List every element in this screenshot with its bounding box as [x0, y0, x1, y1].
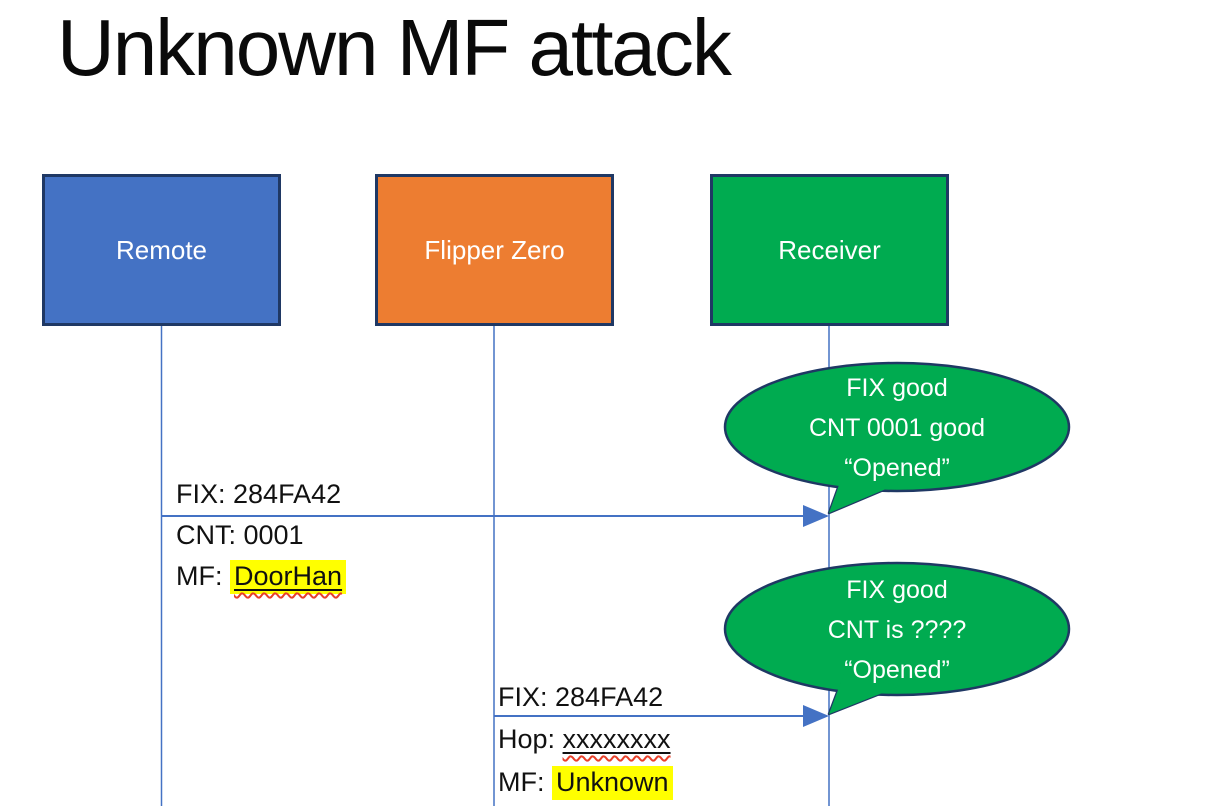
speech-bubble-2 — [723, 561, 1071, 716]
actor-box-remote: Remote — [42, 174, 281, 326]
speech-bubble-2-body — [723, 561, 1071, 697]
bubble-line: “Opened” — [844, 656, 950, 684]
message-2-mf-line: MF: Unknown — [498, 761, 673, 804]
label-value-squiggle: xxxxxxxx — [562, 724, 671, 754]
label-prefix: FIX: — [498, 682, 556, 712]
message-2-fix-line: FIX: 284FA42 — [498, 677, 673, 718]
speech-bubble-2-tail-fill — [829, 674, 900, 714]
actor-label-receiver: Receiver — [778, 234, 881, 265]
label-value-highlighted: Unknown — [552, 766, 673, 800]
actor-box-receiver: Receiver — [710, 174, 949, 326]
label-value: 0001 — [243, 520, 304, 550]
bubble-line: CNT is ???? — [827, 616, 967, 644]
speech-bubble-2-text: FIX good CNT is ???? “Opened” — [717, 570, 1077, 690]
label-prefix: Hop: — [498, 724, 563, 754]
speech-bubble-1-tail-fill — [829, 471, 900, 513]
bubble-line: CNT 0001 good — [808, 414, 986, 442]
label-prefix: CNT: — [176, 520, 244, 550]
speech-bubble-1-body — [723, 361, 1071, 493]
page-title: Unknown MF attack — [57, 3, 732, 92]
bubble-line: FIX good — [846, 374, 948, 402]
label-value-highlighted: DoorHan — [230, 560, 347, 594]
speech-bubble-1 — [723, 361, 1071, 515]
message-1-labels: FIX: 284FA42 CNT: 0001 MF: DoorHan — [176, 474, 347, 597]
actor-box-flipper-zero: Flipper Zero — [375, 174, 614, 326]
label-prefix: FIX: — [176, 479, 234, 509]
message-1-cnt-line: CNT: 0001 — [176, 515, 346, 556]
message-2-hop-line: Hop: xxxxxxxx — [498, 718, 673, 761]
label-value: 284FA42 — [555, 682, 664, 712]
actor-label-remote: Remote — [115, 234, 208, 265]
label-prefix: MF: — [176, 561, 230, 591]
label-prefix: MF: — [498, 767, 552, 797]
bubble-line: FIX good — [846, 576, 948, 604]
speech-bubble-1-text: FIX good CNT 0001 good “Opened” — [717, 368, 1077, 488]
message-1-mf-line: MF: DoorHan — [176, 556, 347, 597]
bubble-line: “Opened” — [844, 454, 950, 482]
label-value: 284FA42 — [233, 479, 342, 509]
message-2-labels: FIX: 284FA42 Hop: xxxxxxxx MF: Unknown — [498, 677, 673, 804]
message-1-fix-line: FIX: 284FA42 — [176, 474, 346, 515]
actor-label-flipper-zero: Flipper Zero — [424, 234, 565, 265]
